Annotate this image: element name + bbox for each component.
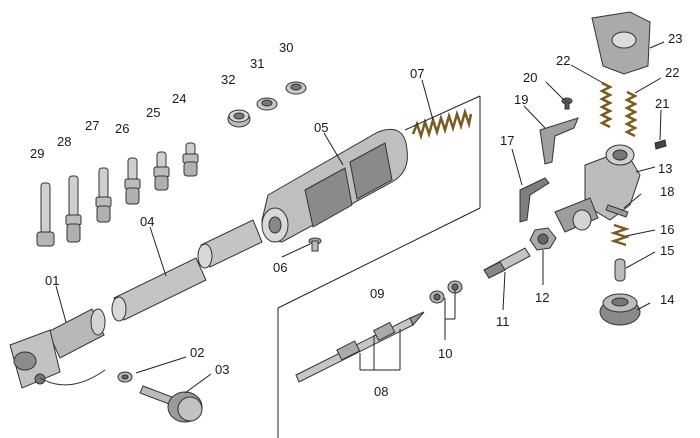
label-12: 12 bbox=[535, 290, 549, 305]
lever-17 bbox=[519, 177, 550, 223]
label-23: 23 bbox=[668, 31, 682, 46]
screw-21 bbox=[654, 139, 667, 150]
pin-29 bbox=[36, 182, 55, 247]
ring-30 bbox=[285, 81, 307, 95]
cap-23 bbox=[591, 11, 651, 75]
label-14: 14 bbox=[660, 292, 674, 307]
label-21: 21 bbox=[655, 96, 669, 111]
label-06: 06 bbox=[273, 260, 287, 275]
washer-02 bbox=[117, 371, 133, 383]
pin-24 bbox=[182, 142, 199, 177]
label-22b: 22 bbox=[665, 65, 679, 80]
pin-25 bbox=[153, 151, 170, 191]
tube-04 bbox=[111, 219, 263, 322]
label-16: 16 bbox=[660, 222, 674, 237]
label-29: 29 bbox=[30, 146, 44, 161]
label-07: 07 bbox=[410, 66, 424, 81]
label-02: 02 bbox=[190, 345, 204, 360]
housing-01 bbox=[9, 308, 106, 389]
screw-20 bbox=[561, 97, 573, 110]
pin-15 bbox=[614, 258, 626, 282]
rod-08-09 bbox=[295, 311, 425, 383]
knurled-cap-14 bbox=[599, 293, 641, 326]
label-15: 15 bbox=[660, 243, 674, 258]
label-22a: 22 bbox=[556, 53, 570, 68]
label-26: 26 bbox=[115, 121, 129, 136]
pin-18 bbox=[605, 204, 629, 218]
label-24: 24 bbox=[172, 91, 186, 106]
label-20: 20 bbox=[523, 70, 537, 85]
pin-26 bbox=[124, 157, 141, 205]
label-32: 32 bbox=[221, 72, 235, 87]
grip-05 bbox=[261, 128, 408, 243]
label-18: 18 bbox=[660, 184, 674, 199]
label-13: 13 bbox=[658, 161, 672, 176]
spring-22a bbox=[599, 81, 613, 129]
threaded-rod-11 bbox=[483, 247, 531, 279]
ring-31 bbox=[256, 97, 278, 111]
block-13 bbox=[554, 144, 641, 233]
label-31: 31 bbox=[250, 56, 264, 71]
bracket-19 bbox=[539, 117, 579, 165]
spring-07 bbox=[411, 107, 473, 141]
screw-06 bbox=[308, 237, 322, 252]
hex-nut-12 bbox=[529, 227, 557, 251]
label-05: 05 bbox=[314, 120, 328, 135]
knob-screw-03 bbox=[139, 385, 203, 423]
pin-28 bbox=[65, 175, 82, 243]
pin-27 bbox=[95, 167, 112, 223]
label-27: 27 bbox=[85, 118, 99, 133]
label-10: 10 bbox=[438, 346, 452, 361]
label-25: 25 bbox=[146, 105, 160, 120]
label-04: 04 bbox=[140, 214, 154, 229]
label-30: 30 bbox=[279, 40, 293, 55]
label-17: 17 bbox=[500, 133, 514, 148]
label-09: 09 bbox=[370, 286, 384, 301]
label-08: 08 bbox=[374, 384, 388, 399]
label-03: 03 bbox=[215, 362, 229, 377]
label-19: 19 bbox=[514, 92, 528, 107]
label-11: 11 bbox=[496, 314, 510, 329]
nut-10a bbox=[429, 290, 445, 304]
spring-22b bbox=[624, 90, 638, 138]
leader-lines bbox=[39, 41, 665, 438]
ring-32 bbox=[227, 109, 251, 128]
label-01: 01 bbox=[45, 273, 59, 288]
label-28: 28 bbox=[57, 134, 71, 149]
spring-16 bbox=[610, 223, 630, 247]
